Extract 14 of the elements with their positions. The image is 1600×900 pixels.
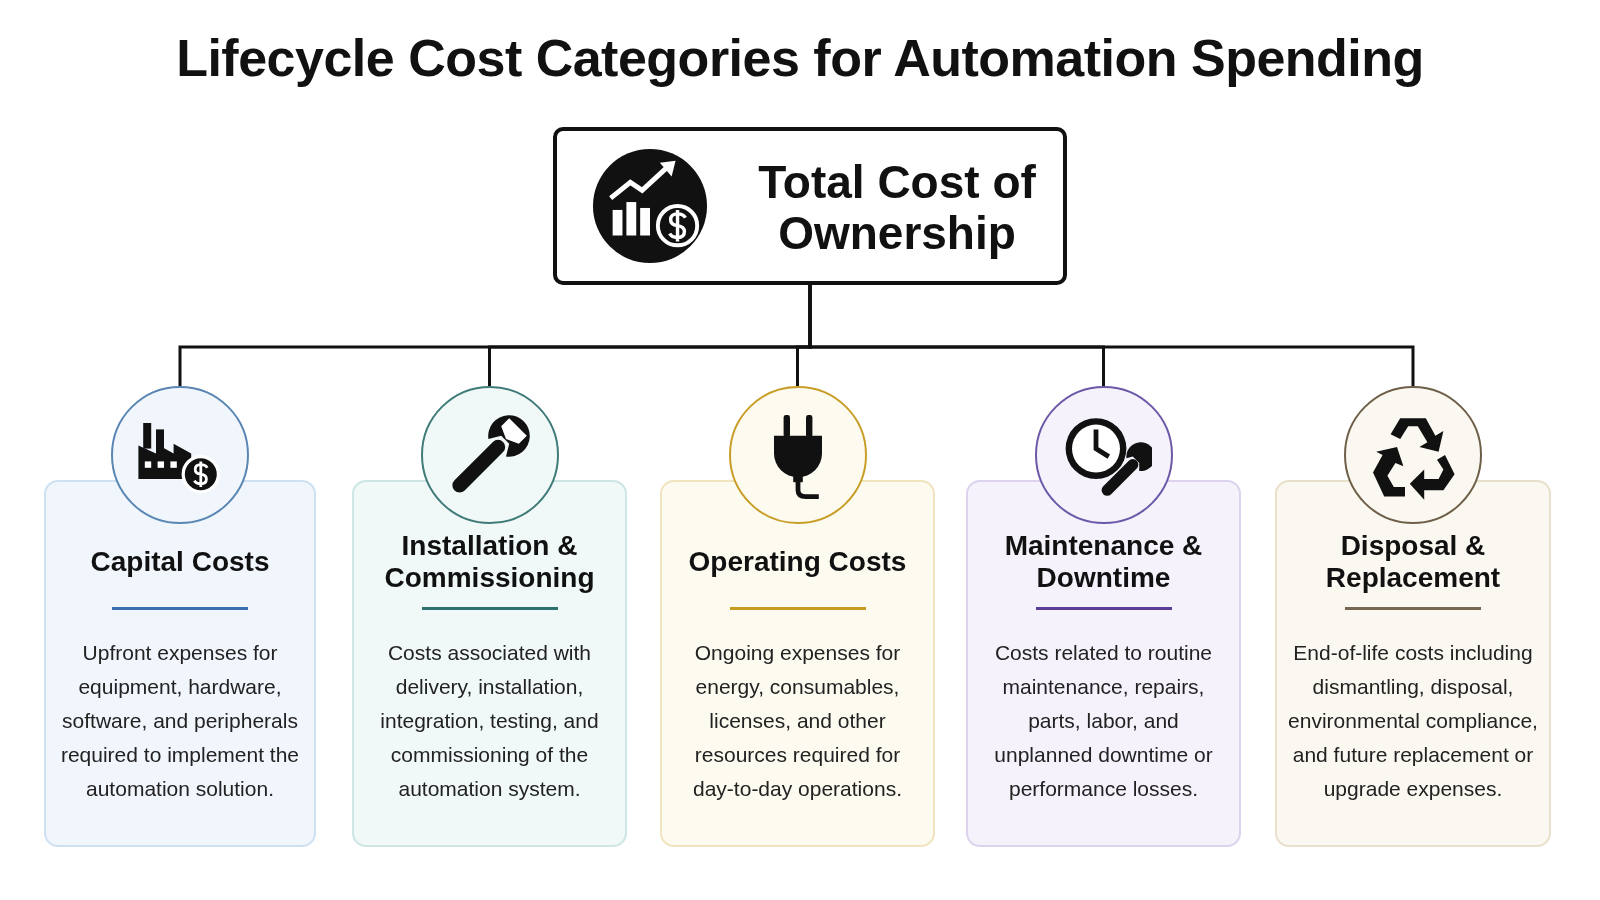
card-description: End-of-life costs including dismantling, disposal, environmental compliance, and future replacement or upgrade expenses. — [1287, 640, 1539, 802]
card-heading: Capital Costs — [89, 546, 271, 579]
card-heading: Disposal & Replacement — [1324, 530, 1502, 595]
box-title: Total Cost of Ownership — [757, 157, 1037, 259]
card-heading: Operating Costs — [687, 546, 908, 579]
card-description: Upfront expenses for equipment, hardware, software, and peripherals required to implement the automation solution. — [59, 640, 301, 802]
title-box — [553, 127, 1067, 285]
card-heading: Installation & Commissioning — [383, 530, 596, 595]
card-description: Ongoing expenses for energy, consumables, licenses, and other resources required for day-to-day operations. — [692, 640, 903, 802]
title: Lifecycle Cost Categories for Automation Spending — [175, 28, 1425, 88]
connector-line — [808, 285, 1415, 386]
card-description: Costs associated with delivery, installation, integration, testing, and commissioning of the automation system. — [379, 640, 600, 802]
card-description: Costs related to routine maintenance, repairs, parts, labor, and unplanned downtime or performance losses. — [993, 640, 1214, 802]
card-heading: Maintenance & Downtime — [1003, 530, 1204, 595]
